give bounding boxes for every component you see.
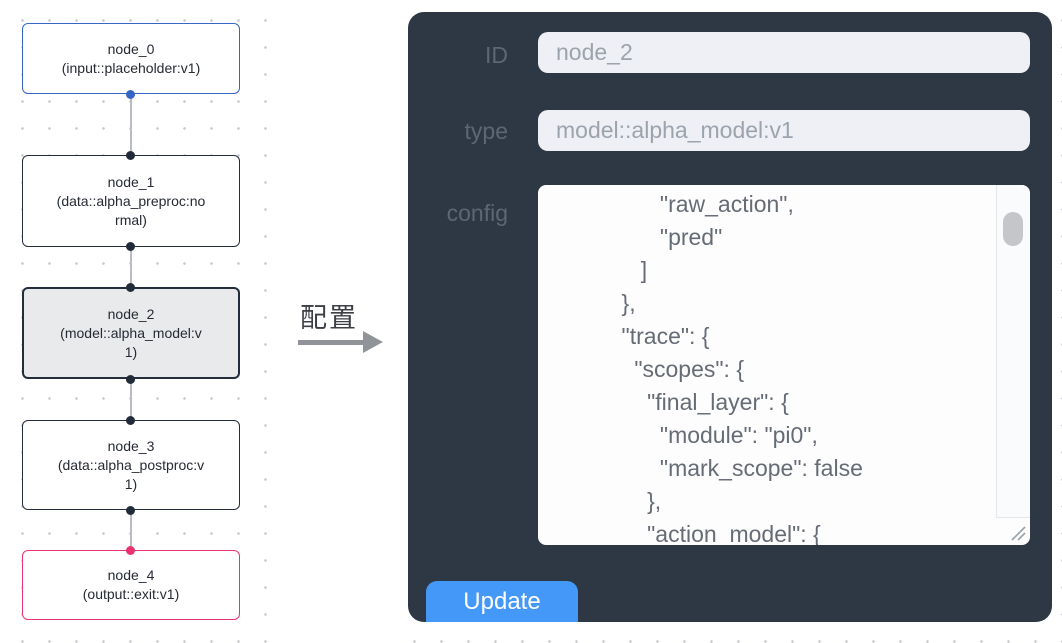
port-node0-output[interactable] [126, 89, 135, 99]
config-json-content: "raw_action", "pred" ] }, "trace": { "sc… [621, 191, 863, 545]
flow-node-node_2-selected[interactable]: node_2 (model::alpha_model:v1) [22, 287, 240, 379]
type-input[interactable] [538, 110, 1030, 151]
node-type: (input::placeholder:v1) [61, 59, 201, 76]
flow-canvas: node_0 (input::placeholder:v1) node_1 (d… [0, 0, 272, 643]
edge-node0-node1 [130, 94, 132, 156]
scrollbar-thumb[interactable] [1003, 212, 1023, 246]
arrow-right-head-icon [363, 331, 383, 353]
edge-node2-node3 [130, 378, 132, 421]
port-node2-output[interactable] [126, 374, 135, 384]
edge-node1-node2 [130, 246, 132, 288]
node-type: (output::exit:v1) [82, 586, 180, 602]
arrow-right-icon [298, 340, 363, 345]
transfer-annotation: 配置 [288, 296, 398, 366]
flow-node-node_3[interactable]: node_3 (data::alpha_postproc:v1) [22, 420, 240, 510]
port-node1-input[interactable] [126, 150, 135, 160]
port-node4-input[interactable] [126, 545, 135, 555]
node-title: node_4 [107, 567, 155, 583]
port-node3-input[interactable] [126, 415, 135, 425]
node-type: (data::alpha_preproc:normal) [56, 192, 206, 228]
config-label: config [446, 200, 508, 226]
port-node1-output[interactable] [126, 241, 135, 251]
port-node2-input[interactable] [126, 282, 135, 292]
node-title: node_2 [107, 305, 155, 322]
node-type: (data::alpha_postproc:v1) [57, 456, 205, 492]
flow-node-node_4[interactable]: node_4 (output::exit:v1) [22, 550, 240, 620]
node-type: (model::alpha_model:v1) [60, 324, 202, 360]
scrollbar-track[interactable] [996, 185, 1030, 518]
config-textarea[interactable]: "raw_action", "pred" ] }, "trace": { "sc… [538, 185, 1030, 545]
flow-node-node_1[interactable]: node_1 (data::alpha_preproc:normal) [22, 155, 240, 247]
resize-handle-icon[interactable] [1009, 524, 1027, 542]
port-node3-output[interactable] [126, 505, 135, 515]
id-input[interactable] [538, 32, 1030, 73]
edge-node3-node4 [130, 509, 132, 551]
node-title: node_0 [107, 40, 155, 57]
config-panel: ID type config "raw_action", "pred" ] },… [408, 12, 1052, 622]
node-title: node_3 [107, 437, 155, 454]
id-label: ID [485, 42, 508, 68]
update-button[interactable]: Update [426, 581, 578, 622]
node-title: node_1 [107, 173, 155, 190]
transfer-label: 配置 [300, 303, 358, 333]
type-label: type [464, 118, 508, 144]
flow-node-node_0[interactable]: node_0 (input::placeholder:v1) [22, 23, 240, 94]
